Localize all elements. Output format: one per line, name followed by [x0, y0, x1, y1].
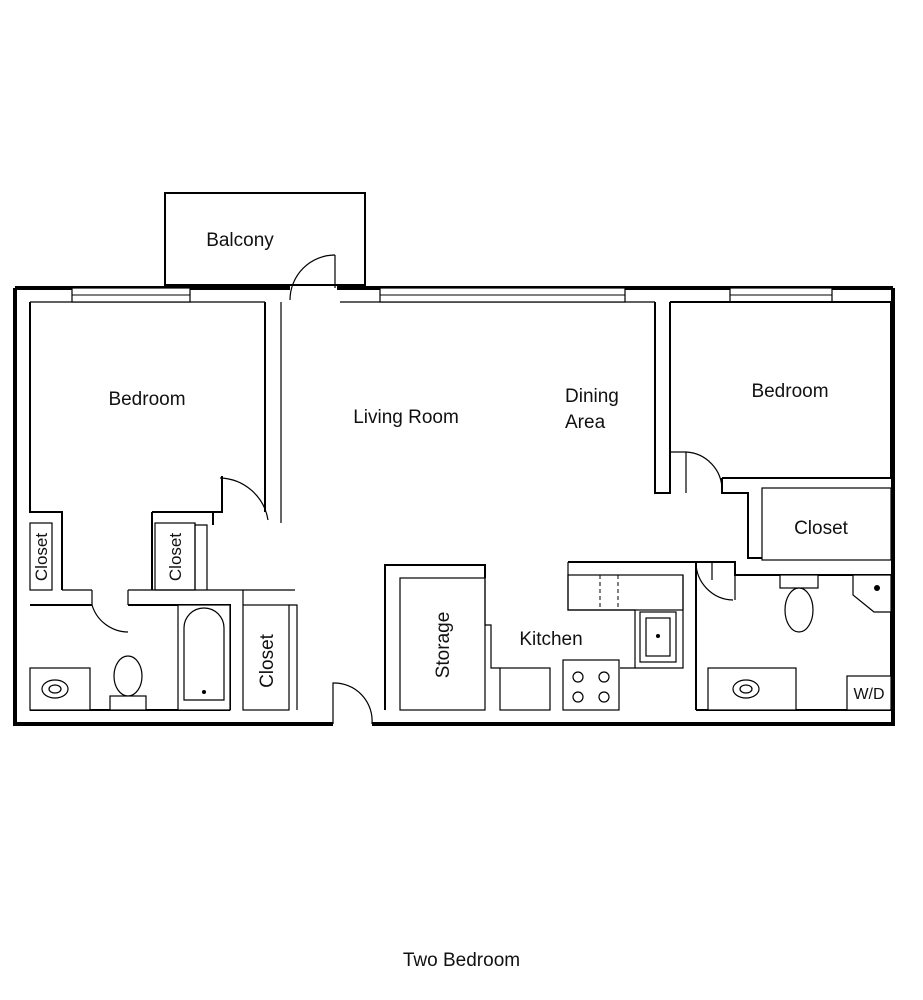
- dining-area-label-line2: Area: [565, 412, 606, 433]
- left-closet-b-label: Closet: [166, 533, 185, 581]
- left-closet-a-label: Closet: [32, 533, 51, 581]
- right-bedroom-label: Bedroom: [751, 381, 828, 402]
- storage-label: Storage: [433, 612, 454, 679]
- left-bathroom: [29, 589, 295, 711]
- dining-area-label-line1: Dining: [565, 386, 619, 407]
- hall-closet: [242, 590, 298, 711]
- right-closet-label: Closet: [794, 518, 849, 539]
- right-bathroom: [695, 561, 892, 711]
- hall-closet-label: Closet: [257, 633, 278, 688]
- kitchen-label: Kitchen: [519, 629, 582, 650]
- balcony: [164, 192, 366, 286]
- entry-door: [332, 682, 373, 725]
- plan-caption: Two Bedroom: [402, 950, 521, 971]
- washer-dryer-label: W/D: [853, 686, 884, 703]
- storage-room: [384, 564, 500, 711]
- balcony-label: Balcony: [206, 230, 274, 251]
- living-room-label: Living Room: [353, 407, 459, 428]
- balcony-door: [289, 254, 336, 301]
- left-bedroom-walls: [29, 302, 269, 590]
- windows: [71, 287, 833, 303]
- left-bedroom-label: Bedroom: [108, 389, 185, 410]
- exterior-walls: [13, 286, 895, 726]
- right-bedroom-walls: [654, 301, 892, 561]
